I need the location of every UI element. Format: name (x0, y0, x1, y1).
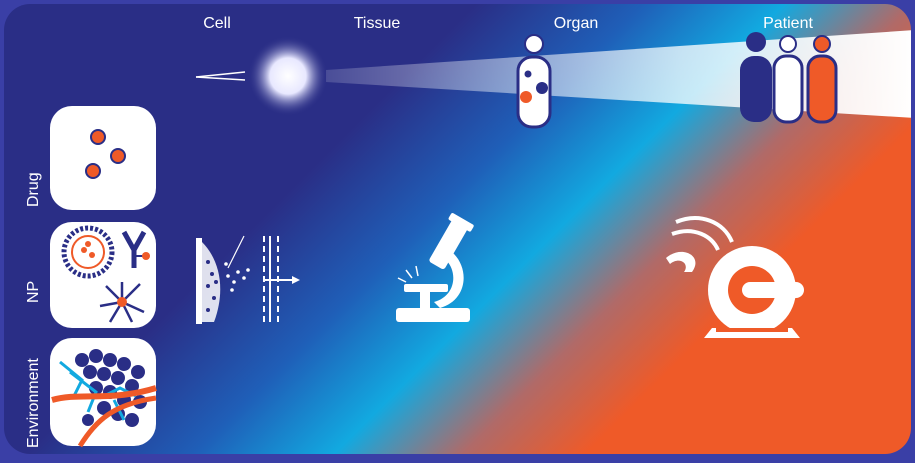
label-np: NP (25, 281, 42, 303)
label-environment: Environment (25, 358, 42, 448)
drug-particles-icon (50, 106, 156, 210)
tumor-environment-icon (50, 338, 156, 446)
label-cell: Cell (203, 15, 231, 32)
label-drug: Drug (25, 172, 42, 207)
label-organ: Organ (554, 15, 598, 32)
bright-cell-icon (248, 36, 328, 116)
patient-group-icon (740, 32, 836, 122)
label-patient: Patient (763, 15, 813, 32)
nanoparticle-icon (50, 222, 156, 328)
label-tissue: Tissue (354, 15, 401, 32)
